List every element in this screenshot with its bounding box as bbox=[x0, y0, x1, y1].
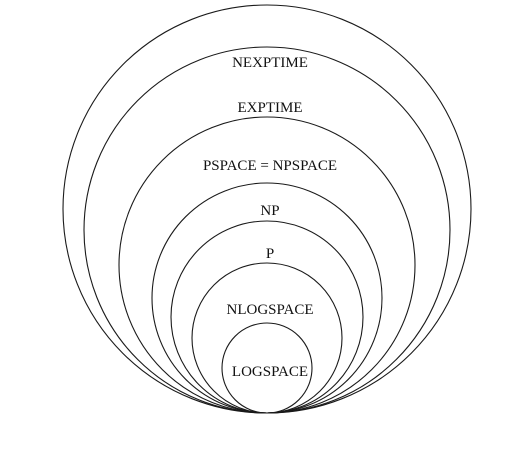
label-nexptime: NEXPTIME bbox=[232, 55, 308, 71]
circle-logspace bbox=[221, 322, 313, 414]
label-nlogspace: NLOGSPACE bbox=[227, 302, 314, 318]
circle-nlogspace bbox=[191, 262, 343, 414]
labels: NEXPTIME EXPTIME PSPACE = NPSPACE NP P N… bbox=[203, 55, 337, 380]
label-np: NP bbox=[260, 203, 279, 219]
label-exptime: EXPTIME bbox=[238, 100, 303, 116]
label-p: P bbox=[266, 246, 274, 262]
nested-circles bbox=[62, 4, 472, 414]
label-logspace: LOGSPACE bbox=[232, 364, 308, 380]
label-pspace: PSPACE = NPSPACE bbox=[203, 158, 337, 174]
